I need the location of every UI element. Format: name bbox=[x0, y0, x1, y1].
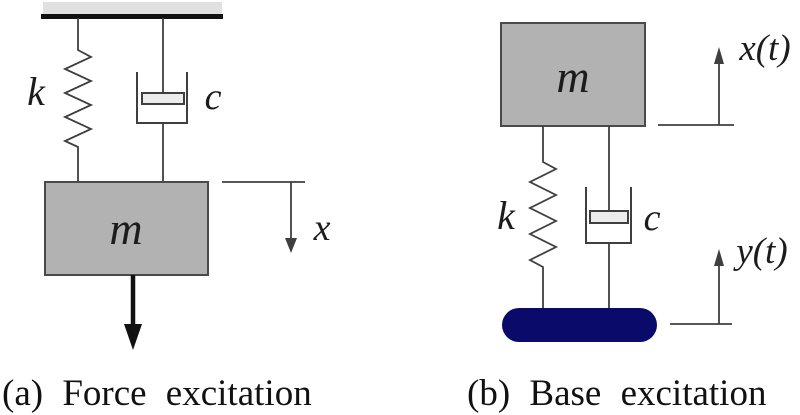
caption-b: (b) Base excitation bbox=[467, 373, 766, 414]
base-excitation-diagram: m x(t) k c y(t) (b) Base excitation bbox=[467, 22, 791, 414]
spring-b bbox=[527, 126, 559, 308]
spring-a bbox=[62, 18, 94, 183]
spring-label-b: k bbox=[497, 193, 516, 238]
damper-piston-b bbox=[589, 210, 629, 224]
ceiling-surface bbox=[43, 2, 222, 14]
yt-arrow-head bbox=[714, 249, 724, 266]
mass-block-a bbox=[44, 181, 209, 276]
caption-a: (a) Force excitation bbox=[2, 373, 312, 414]
ceiling-hatch-band bbox=[41, 14, 223, 19]
damper-label-a: c bbox=[205, 76, 222, 118]
damper-piston-a bbox=[141, 92, 185, 105]
xt-label: x(t) bbox=[738, 28, 790, 69]
x-arrow-head bbox=[285, 238, 297, 253]
damper-cylinder-a bbox=[136, 72, 188, 124]
x-label: x bbox=[313, 207, 331, 249]
mass-label-a: m bbox=[109, 203, 142, 254]
xt-arrow-head bbox=[714, 47, 724, 64]
base-platform bbox=[502, 308, 657, 342]
damper-label-b: c bbox=[644, 197, 661, 239]
force-excitation-diagram: k c m x (a) Force excitation bbox=[2, 2, 331, 414]
spring-label-a: k bbox=[27, 69, 46, 114]
mass-label-b: m bbox=[556, 51, 589, 102]
yt-label: y(t) bbox=[732, 231, 787, 272]
force-arrow-head bbox=[124, 324, 142, 350]
mass-block-b bbox=[500, 22, 646, 127]
